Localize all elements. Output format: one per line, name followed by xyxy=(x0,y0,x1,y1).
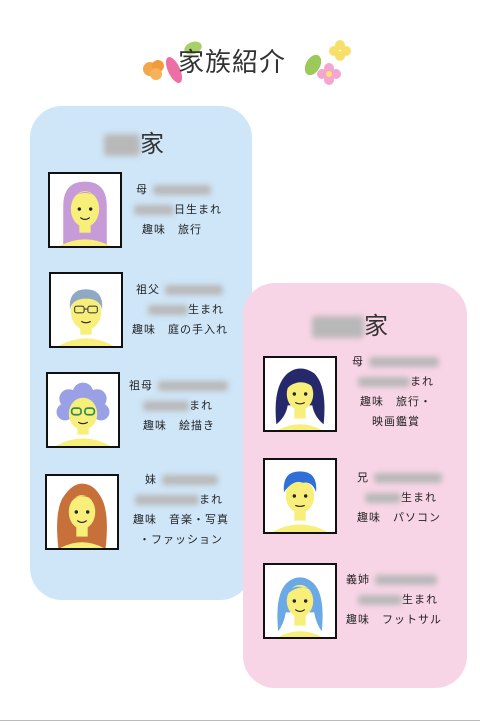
curly-purple-hair-woman-with-glasses-portrait xyxy=(55,382,111,446)
yellow-flower-deco-icon xyxy=(329,40,351,61)
redacted-name xyxy=(373,473,442,483)
redacted-name xyxy=(152,185,211,195)
portrait-sister-in-law xyxy=(263,563,337,639)
member-info-mother: 母 日生まれ 趣味 旅行 xyxy=(134,183,222,236)
redacted-birthdate xyxy=(143,401,189,411)
green-leaf-deco-icon xyxy=(304,54,322,76)
member-info-older-brother: 兄 生まれ 趣味 パソコン xyxy=(357,471,442,524)
redacted-name xyxy=(374,575,437,585)
grey-haired-man-with-glasses-portrait xyxy=(58,289,114,346)
redacted-name xyxy=(164,285,223,295)
portrait-mother xyxy=(48,172,122,248)
purple-long-hair-woman-portrait xyxy=(59,181,111,246)
redacted-birthdate xyxy=(358,595,402,605)
redacted-surname xyxy=(104,134,140,156)
redacted-birthdate xyxy=(148,305,188,315)
portrait-older-brother xyxy=(263,458,337,534)
portrait-grandfather xyxy=(49,272,123,348)
redacted-birthdate xyxy=(365,493,401,503)
pink-leaf-deco-icon xyxy=(165,57,183,83)
family-2-heading: 家 xyxy=(312,306,388,341)
pink-flower-deco-icon xyxy=(317,63,341,85)
portrait-grandmother xyxy=(46,372,120,448)
member-info-younger-sister: 妹 まれ 趣味 音楽・写真 ・ファッション xyxy=(133,473,229,546)
portrait-younger-sister xyxy=(45,474,119,550)
member-info-mother-2: 母 まれ 趣味 旅行・ 映画鑑賞 xyxy=(352,352,439,432)
member-info-grandmother: 祖母 まれ 趣味 絵描き xyxy=(129,376,228,436)
page-title-banner: 家族紹介 xyxy=(140,38,351,88)
redacted-birthdate xyxy=(134,205,174,215)
orange-flower-deco-icon xyxy=(143,60,164,80)
redacted-birthdate xyxy=(135,495,199,505)
member-info-sister-in-law: 義姉 生まれ 趣味 フットサル xyxy=(346,573,442,626)
page-title: 家族紹介 xyxy=(178,48,287,78)
redacted-name xyxy=(161,475,218,485)
green-leaf-deco-icon xyxy=(184,41,202,55)
light-blue-hair-woman-portrait xyxy=(277,577,323,637)
member-info-grandfather: 祖父 生まれ 趣味 庭の手入れ xyxy=(132,283,228,336)
redacted-name xyxy=(368,357,439,367)
redacted-surname xyxy=(312,316,364,338)
bottom-divider xyxy=(0,720,480,721)
redacted-name xyxy=(157,381,228,391)
blue-short-hair-man-portrait xyxy=(272,471,328,532)
redacted-birthdate xyxy=(358,377,410,387)
portrait-mother-2 xyxy=(263,356,337,432)
navy-hair-woman-portrait xyxy=(275,368,325,430)
brown-long-hair-girl-portrait xyxy=(57,483,107,548)
family-1-heading: 家 xyxy=(104,124,164,159)
